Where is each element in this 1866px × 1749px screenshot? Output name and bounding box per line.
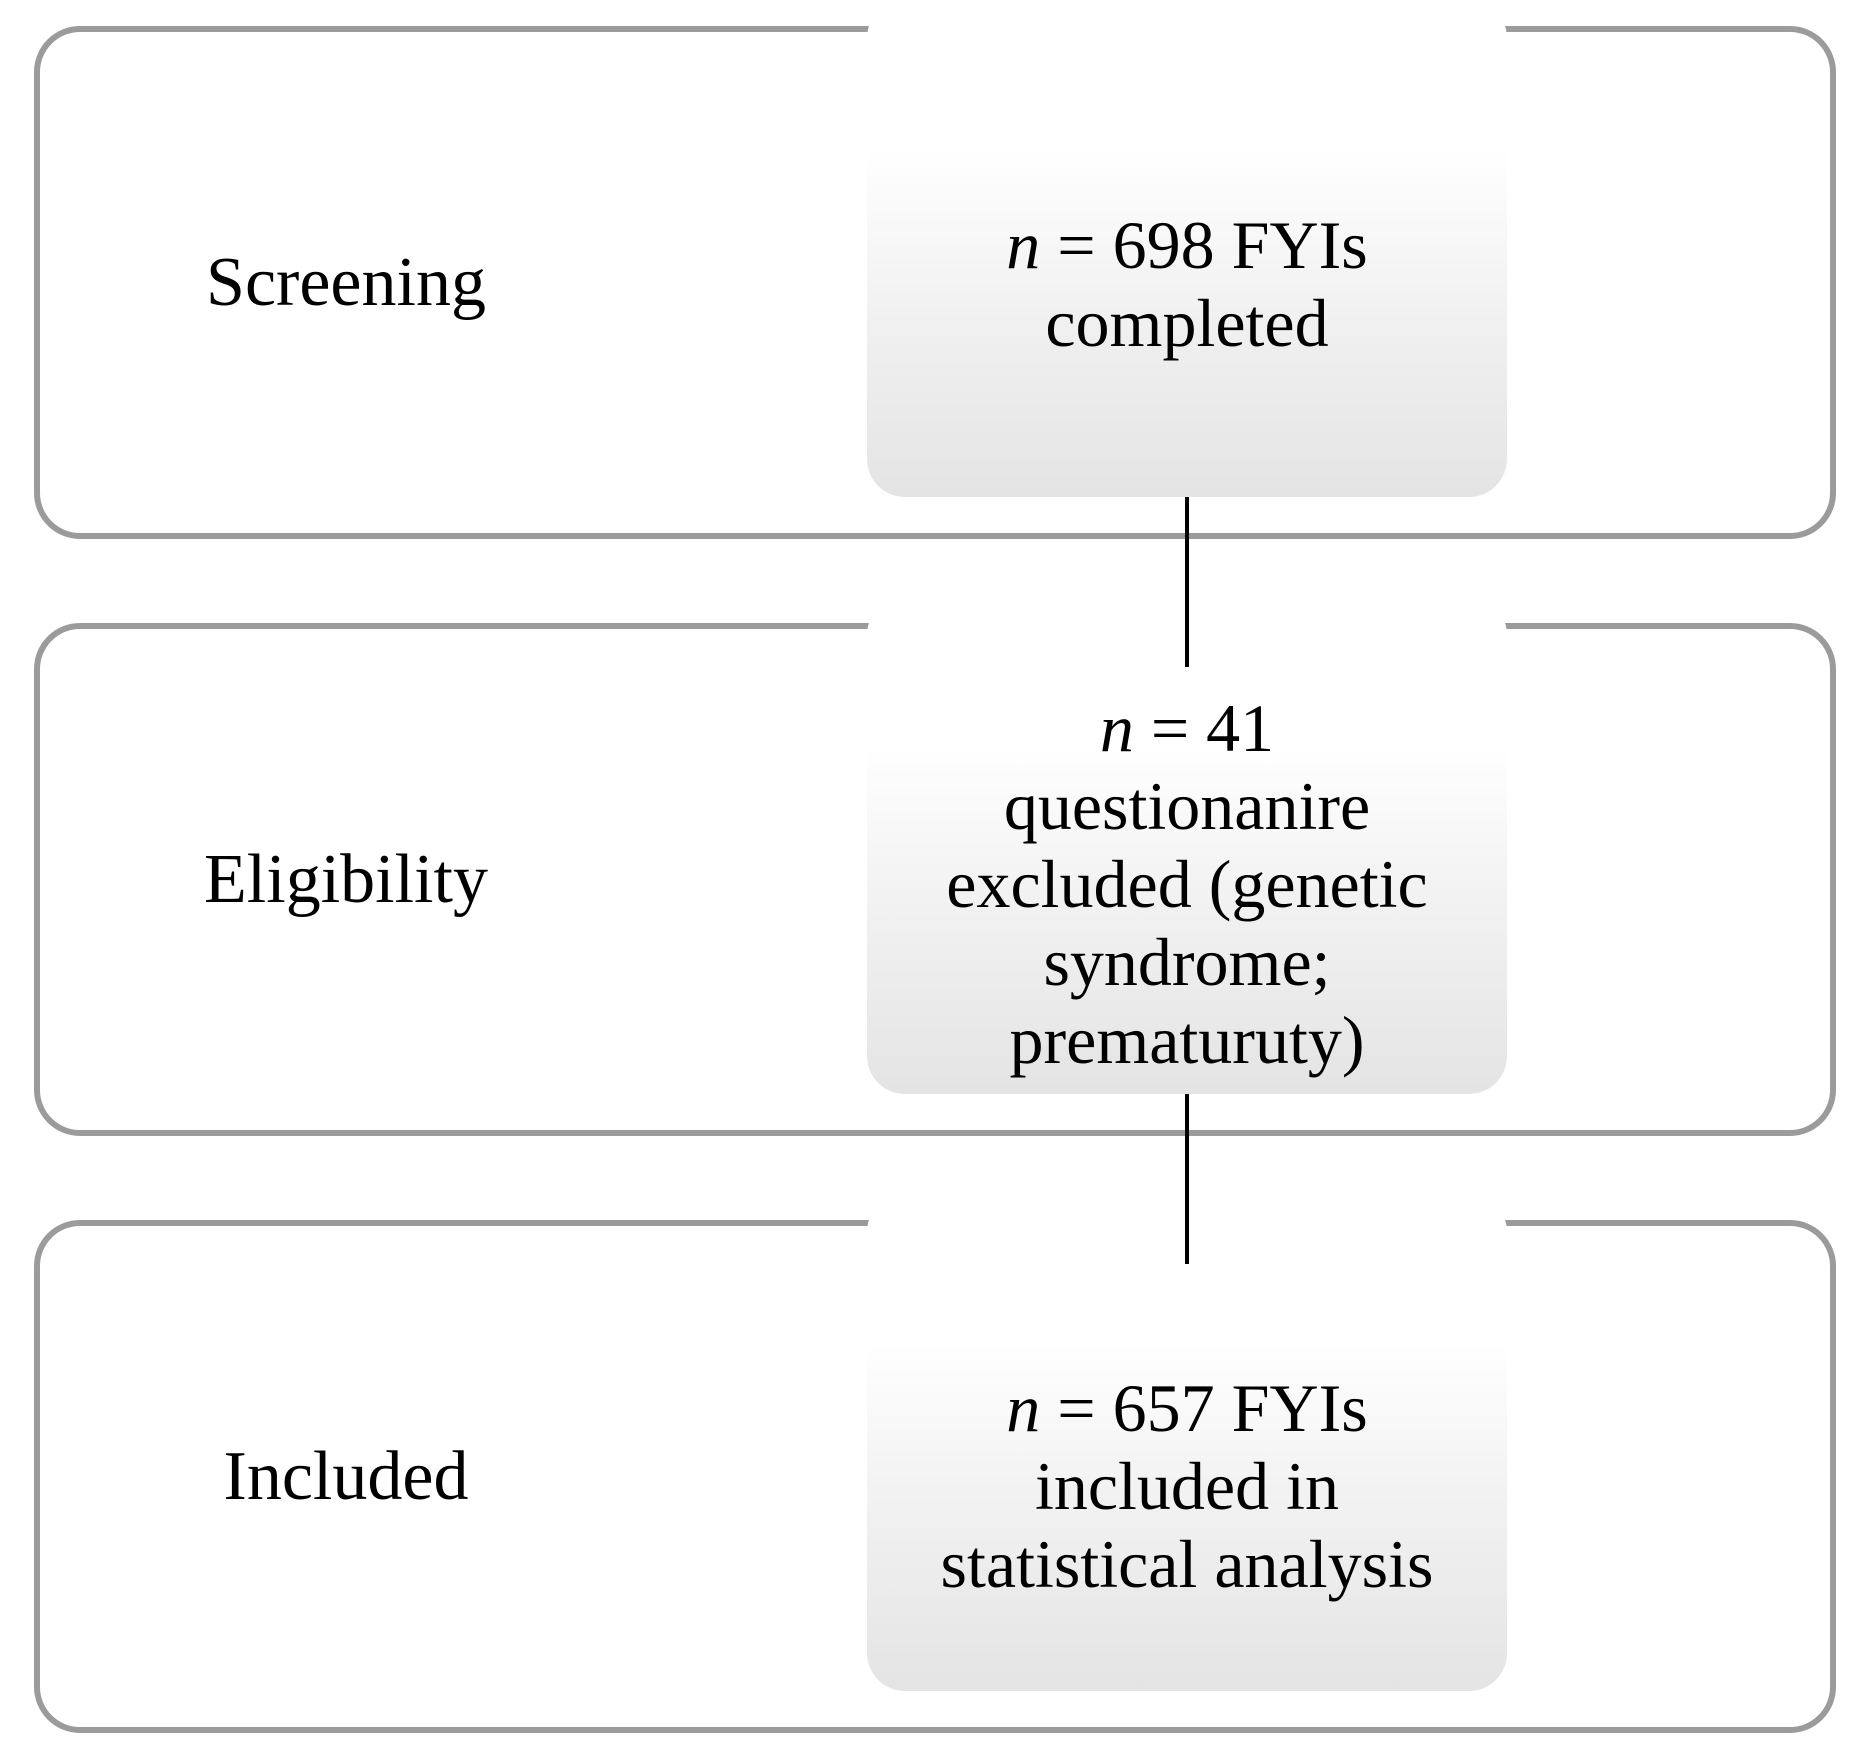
text-line: prematuruty)	[1009, 1002, 1365, 1078]
n-symbol: n	[1006, 1370, 1041, 1446]
n-symbol: n	[1099, 690, 1134, 766]
count-line-screening: n = 698 FYIs	[867, 206, 1507, 284]
n-symbol: n	[1006, 207, 1041, 283]
box-eligibility	[867, 597, 1507, 1094]
box-text-eligibility: n = 41 questionanire excluded (genetic s…	[867, 689, 1507, 1079]
text-line: questionanire	[1003, 768, 1371, 844]
text-line: syndrome;	[1043, 924, 1331, 1000]
count-value: = 657 FYIs	[1040, 1370, 1368, 1446]
text-line: statistical analysis	[940, 1526, 1434, 1602]
box-text-screening: n = 698 FYIs completed	[867, 206, 1507, 362]
count-value: = 698 FYIs	[1040, 207, 1368, 283]
connector-eligibility-included	[1185, 1094, 1189, 1264]
text-line: included in	[1034, 1448, 1340, 1524]
text-line: excluded (genetic	[946, 846, 1428, 922]
count-line-eligibility: n = 41	[867, 689, 1507, 767]
box-screening	[867, 0, 1507, 497]
box-text-included: n = 657 FYIs included in statistical ana…	[867, 1369, 1507, 1603]
box-included	[867, 1194, 1507, 1691]
count-line-included: n = 657 FYIs	[867, 1369, 1507, 1447]
count-value: = 41	[1133, 690, 1275, 766]
connector-screening-eligibility	[1185, 497, 1189, 667]
stage-label-screening: Screening	[206, 243, 486, 321]
stage-label-eligibility: Eligibility	[204, 840, 488, 918]
stage-label-included: Included	[223, 1437, 469, 1515]
text-line: completed	[1045, 285, 1329, 361]
